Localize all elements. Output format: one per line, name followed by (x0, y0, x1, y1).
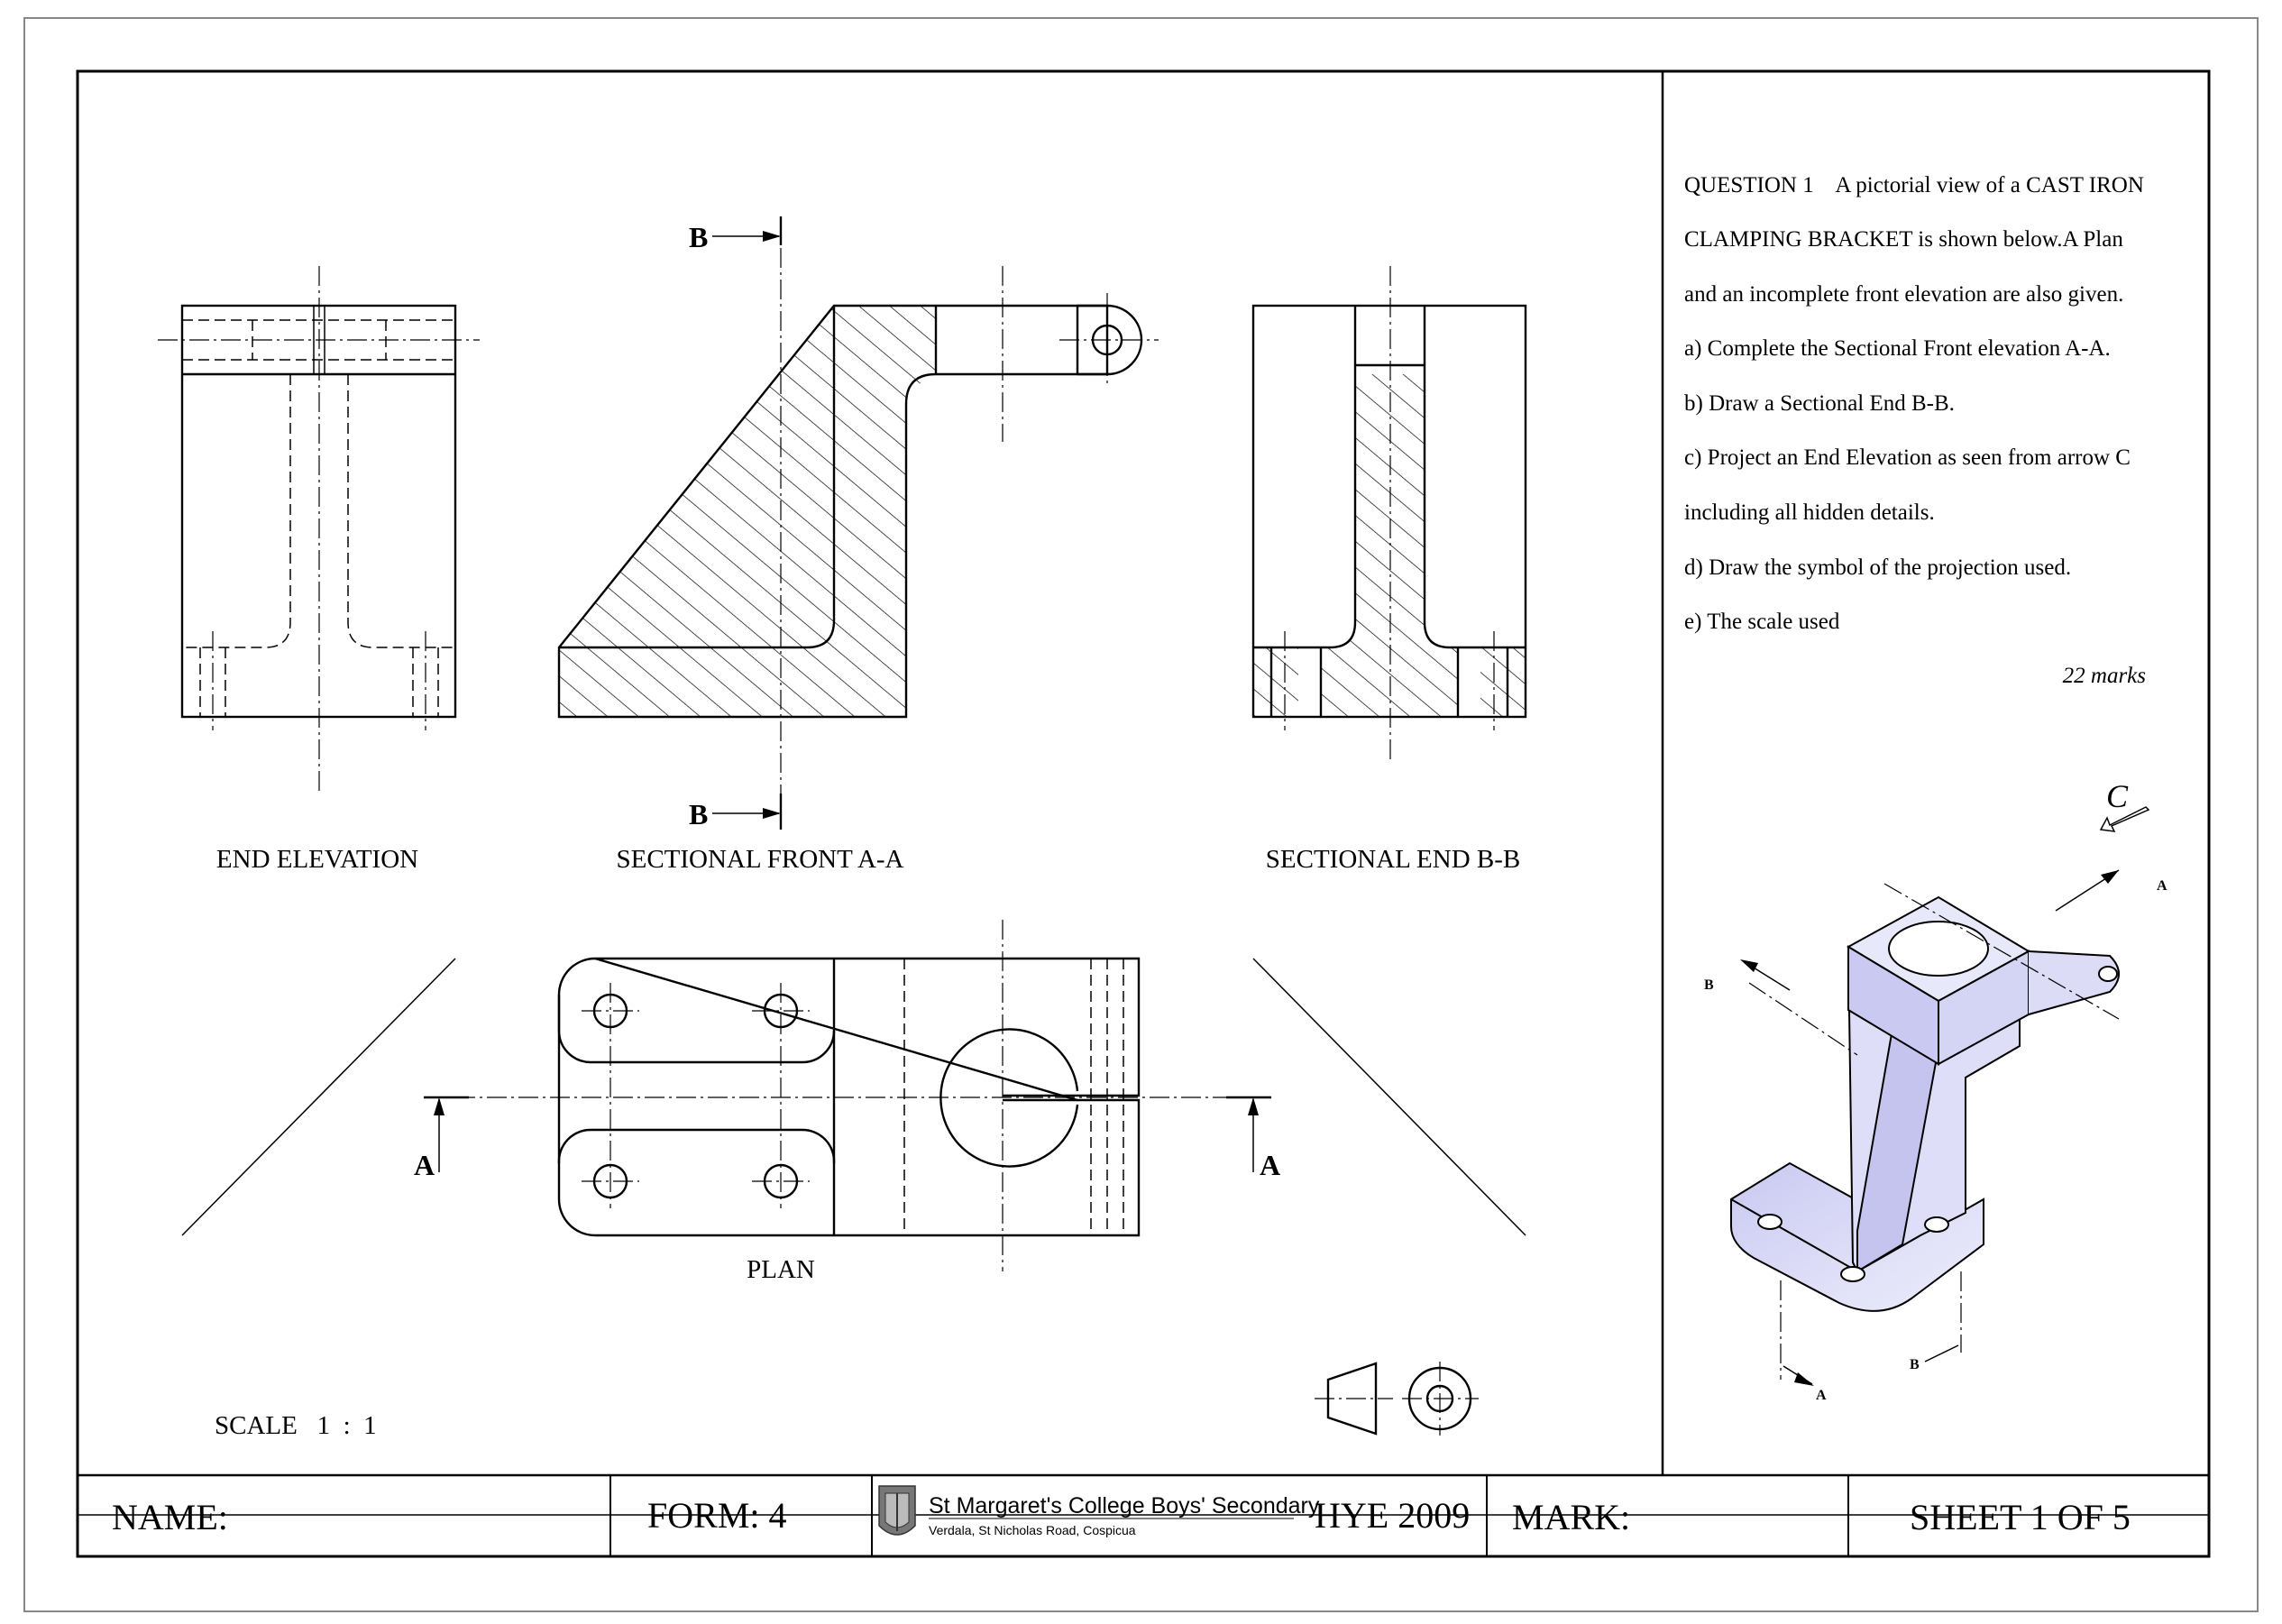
label-plan: PLAN (747, 1255, 815, 1284)
iso-marker-b-left: B (1704, 977, 1714, 993)
question-line: b) Draw a Sectional End B-B. (1684, 391, 1955, 416)
question-line: including all hidden details. (1684, 500, 1935, 525)
section-marker-a-right: A (1260, 1149, 1280, 1181)
iso-marker-a-top: A (2157, 878, 2167, 894)
section-marker-a-left: A (414, 1149, 435, 1181)
mitre-line-right (1252, 958, 1526, 1236)
section-marker-b-top: B (689, 221, 708, 253)
label-sectional-front: SECTIONAL FRONT A-A (616, 845, 903, 874)
question-marks: 22 marks (2063, 664, 2146, 688)
iso-marker-a-bottom: A (1816, 1388, 1827, 1403)
end-elevation-view (158, 266, 480, 794)
exam-label: HYE 2009 (1315, 1495, 1470, 1536)
label-sectional-end: SECTIONAL END B-B (1266, 845, 1520, 874)
question-line: c) Project an End Elevation as seen from… (1684, 445, 2131, 470)
sheet-label: SHEET 1 OF 5 (1910, 1497, 2131, 1537)
form-label: FORM: 4 (647, 1495, 787, 1536)
school-crest-icon (878, 1485, 916, 1536)
school-name: St Margaret's College Boys' Secondary (929, 1493, 1320, 1518)
mitre-line-left (181, 958, 456, 1236)
plan-view: A A (414, 920, 1280, 1271)
question-line: and an incomplete front elevation are al… (1684, 282, 2123, 307)
sectional-end-view (1251, 266, 1527, 762)
pictorial-view: A B A B C (1704, 778, 2167, 1403)
arrow-c-icon (2099, 806, 2150, 832)
question-line: a) Complete the Sectional Front elevatio… (1684, 336, 2111, 361)
mark-label: MARK: (1512, 1497, 1630, 1537)
school-address: Verdala, St Nicholas Road, Cospicua (929, 1523, 1136, 1537)
label-end-elevation: END ELEVATION (216, 845, 418, 874)
scale-text: SCALE 1 : 1 (215, 1411, 377, 1440)
drawing-border (76, 69, 2211, 1558)
question-line: QUESTION 1 A pictorial view of a CAST IR… (1684, 173, 2144, 197)
question-line: d) Draw the symbol of the projection use… (1684, 555, 2071, 580)
outer-margin (23, 17, 2259, 1612)
question-line: e) The scale used (1684, 610, 1840, 634)
question-text: QUESTION 1 A pictorial view of a CAST IR… (1684, 173, 2146, 688)
title-block: NAME: FORM: 4 St Margaret's College Boys… (78, 1473, 2209, 1556)
projection-symbol-icon (1315, 1362, 1479, 1436)
arrow-c-label: C (2106, 778, 2129, 814)
sectional-front-view: B B (557, 216, 1159, 830)
section-marker-b-bottom: B (689, 798, 708, 830)
question-line: CLAMPING BRACKET is shown below.A Plan (1684, 227, 2123, 252)
iso-marker-b-bottom: B (1910, 1357, 1920, 1372)
name-label: NAME: (112, 1497, 228, 1537)
